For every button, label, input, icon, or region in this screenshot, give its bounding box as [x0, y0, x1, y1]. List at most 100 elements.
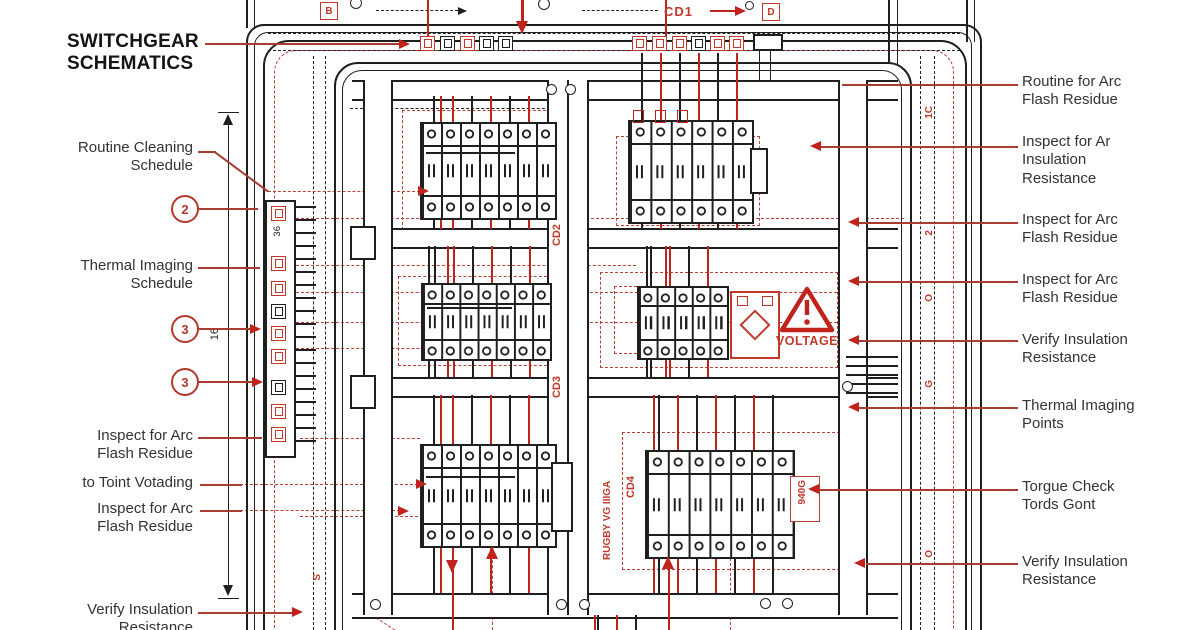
strip-icon	[271, 281, 286, 296]
hinge-hatch	[846, 356, 898, 394]
strip-connector	[350, 226, 376, 260]
leader-title-arrow	[399, 39, 410, 49]
screw-hole	[760, 598, 771, 609]
terminal-block-icon	[420, 36, 435, 51]
wire-bundle	[641, 355, 721, 377]
red-dashed-line	[300, 516, 418, 517]
page-title: SWITCHGEAR SCHEMATICS	[67, 31, 199, 75]
wire-bundle	[632, 219, 746, 229]
bottom-arrow-down	[446, 560, 458, 573]
leader-inspect-arc-2	[200, 510, 242, 512]
leader-inspect-arc-r2	[858, 281, 1018, 283]
callout-2: 2	[171, 195, 199, 223]
voltage-warning-label: VOLTAGE	[775, 334, 839, 348]
panel-code-right: 940G	[797, 480, 808, 505]
dimension-arrow-bottom	[223, 585, 233, 596]
terminal-block-icon	[479, 36, 494, 51]
ring-marker: O	[924, 550, 935, 558]
rail-middle-2	[352, 377, 898, 398]
leader-verify-r2-arrow	[854, 558, 865, 568]
leader-title	[205, 43, 401, 45]
panel-code-left: RUGBY VG IIIGA	[602, 480, 613, 560]
label-verify-insulation-r2: Verify Insulation Resistance	[1022, 553, 1128, 589]
leader-toint-arrow	[416, 479, 427, 489]
bottom-red-wire	[668, 568, 670, 630]
feed-arrow-down	[516, 21, 528, 34]
leader-callout-3a-arrow	[250, 324, 261, 334]
breaker-terminals-bottom	[639, 339, 727, 358]
mounting-hole	[350, 0, 362, 9]
cd3-label: CD3	[551, 376, 563, 399]
wire-bundle	[641, 246, 721, 286]
screw-hole	[565, 84, 576, 95]
breaker-levers	[425, 315, 548, 329]
ring-marker: G	[924, 380, 935, 388]
breaker-levers	[424, 164, 553, 178]
leader-inspect-arc-r1	[858, 222, 1018, 224]
label-inspect-arc-1: Inspect for Arc Flash Residue	[97, 427, 193, 463]
top-connector	[753, 34, 783, 51]
callout-3b: 3	[171, 368, 199, 396]
callout-3a: 3	[171, 315, 199, 343]
label-inspect-ar-insulation: Inspect for Ar Insulation Resistance	[1022, 133, 1111, 187]
terminal-block-icon	[498, 36, 513, 51]
breaker-label-bar	[427, 307, 512, 310]
strip-tick-lines	[292, 206, 316, 452]
screw-hole	[556, 599, 567, 610]
dimension-arrow-top	[223, 114, 233, 125]
wire-bundle	[424, 395, 550, 444]
strip-icon	[271, 326, 286, 341]
red-feed-line	[521, 0, 524, 22]
breaker-levers	[641, 316, 725, 330]
contactor-terminal	[737, 296, 748, 306]
terminal-block-icon	[710, 36, 725, 51]
contactor-chevron	[739, 309, 771, 341]
red-dashed-line	[240, 484, 418, 485]
breaker-levers	[649, 497, 791, 511]
red-terminal-stub	[633, 110, 644, 123]
code-bracket	[790, 476, 820, 522]
leader-callout-3b	[196, 381, 254, 383]
label-thermal-points: Thermal Imaging Points	[1022, 397, 1135, 433]
breaker-side-bracket	[551, 462, 573, 532]
strip-icon	[271, 427, 286, 442]
dimension-cap-bottom	[218, 598, 239, 599]
door-frame	[334, 62, 912, 630]
cd1-arrowhead	[735, 6, 746, 16]
dimension-cap-top	[218, 112, 239, 113]
cd2-label: CD2	[551, 224, 563, 247]
mounting-hole	[745, 1, 754, 10]
breaker-terminals-bottom	[630, 199, 752, 222]
terminal-block-icon	[652, 36, 667, 51]
ring-marker: O	[924, 294, 935, 302]
panel-outer-frame	[246, 24, 982, 630]
cd1-arrow-line	[710, 10, 736, 13]
screw-hole	[842, 381, 853, 392]
label-torque-check: Torgue Check Tords Gont	[1022, 478, 1115, 514]
ring-marker: 2	[924, 230, 935, 236]
leader-torque-arrow	[808, 484, 819, 494]
leader-thermal	[198, 267, 260, 269]
screw-hole	[782, 598, 793, 609]
screw-hole	[370, 599, 381, 610]
dashed-ring-left-line-2	[325, 56, 326, 630]
leader-callout-3a	[196, 328, 252, 330]
wire-bundle	[632, 53, 746, 120]
terminal-block-icon	[460, 36, 475, 51]
red-terminal-stub	[677, 110, 688, 123]
rail-column-right	[838, 80, 868, 615]
contactor-terminal	[762, 296, 773, 306]
terminal-block-icon	[632, 36, 647, 51]
strip-number-label: 36	[272, 226, 283, 237]
label-inspect-arc-r2: Inspect for Arc Flash Residue	[1022, 271, 1118, 307]
breaker-block-mid-right	[637, 286, 729, 360]
screw-hole	[546, 84, 557, 95]
label-inspect-arc-2: Inspect for Arc Flash Residue	[97, 500, 193, 536]
rail-middle-1	[352, 228, 898, 249]
terminal-block-icon	[440, 36, 455, 51]
cd1-label: CD1	[664, 4, 694, 19]
terminal-block-icon	[729, 36, 744, 51]
cd4-label: CD4	[625, 476, 637, 499]
wire-bundle	[425, 356, 545, 377]
